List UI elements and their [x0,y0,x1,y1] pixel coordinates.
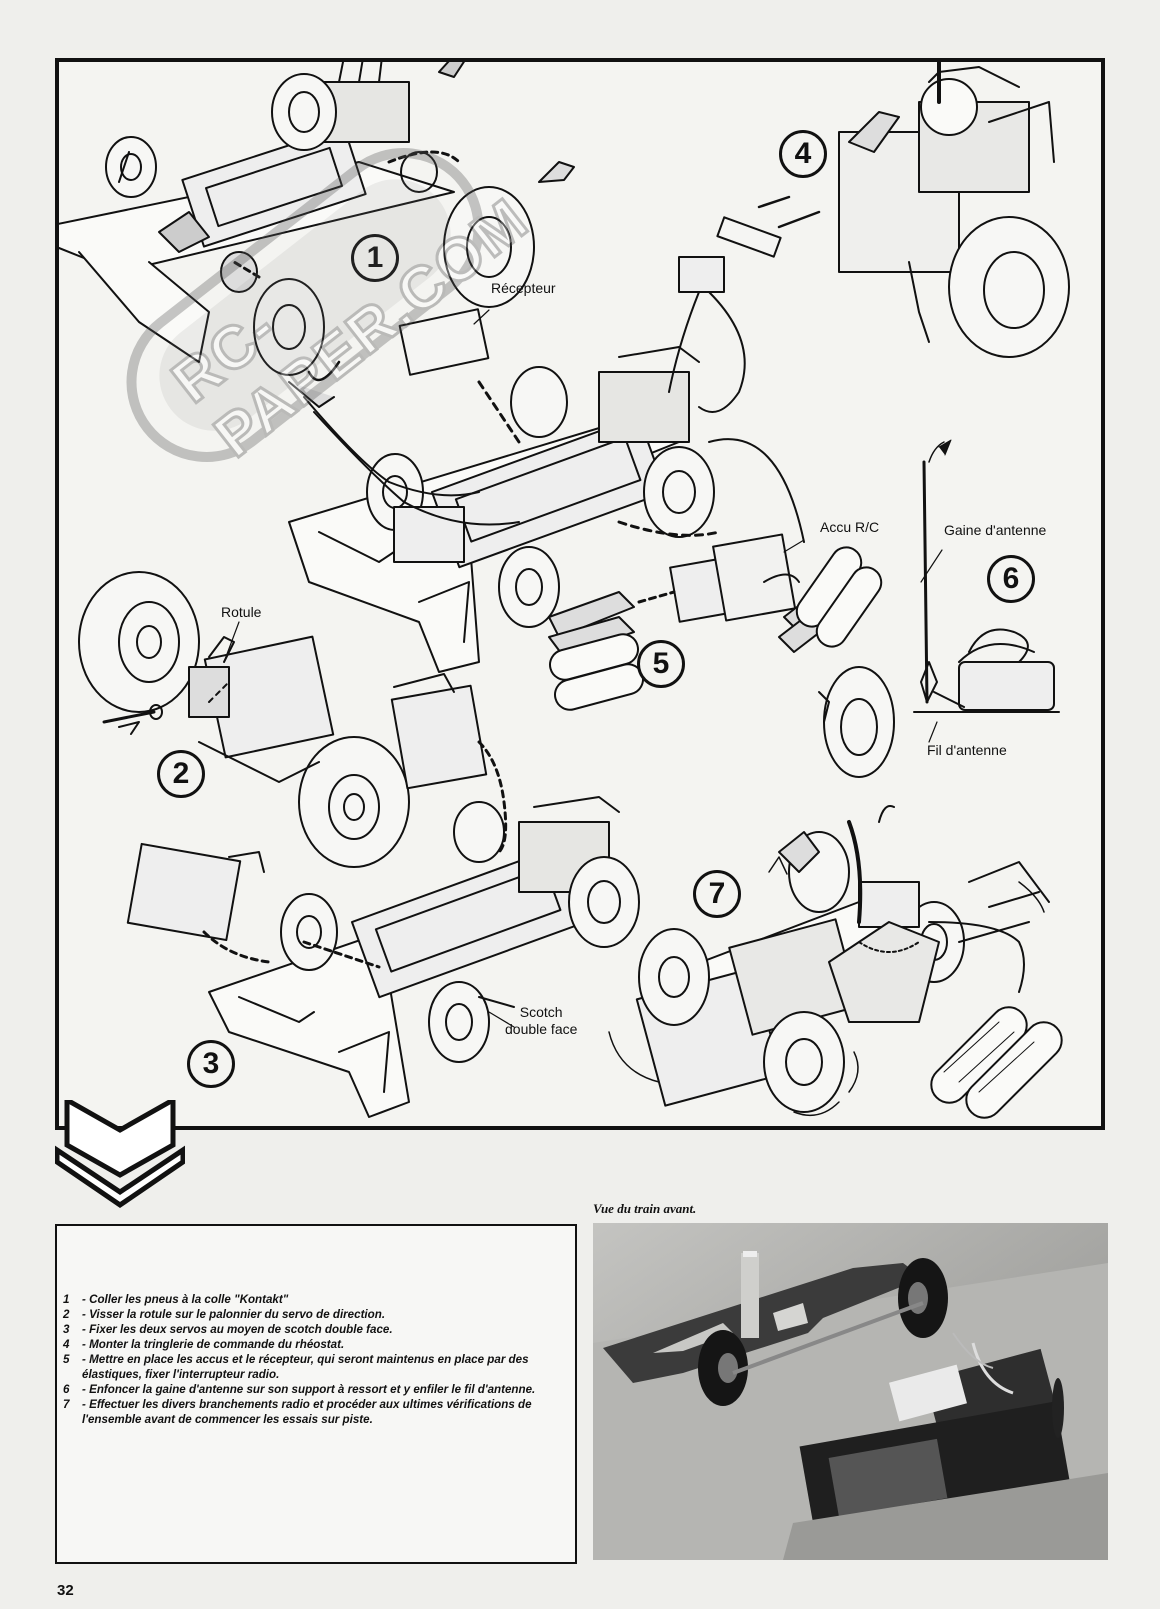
chevron-arrow-icon [55,1100,185,1209]
step-number-2: 2 [157,750,205,798]
legend-item-6: 6- Enfoncer la gaine d'antenne sur son s… [63,1383,536,1396]
step-number-1: 1 [351,234,399,282]
step-number-5: 5 [637,640,685,688]
label-recepteur: Récepteur [491,280,556,296]
step-number-3: 3 [187,1040,235,1088]
label-accu: Accu R/C [820,519,880,535]
step5-chassis-drawing [288,195,865,673]
step-number-6: 6 [987,555,1035,603]
front-axle-photo-image [593,1223,1108,1560]
photo-caption: Vue du train avant. [593,1201,697,1216]
step5-battery-group [549,546,883,711]
callout-leader-lines [223,309,943,1028]
legend-item-1: 1- Coller les pneus à la colle "Kontakt" [63,1293,289,1306]
step3-chassis-drawing [126,673,640,1118]
legend-item-2: 2- Visser la rotule sur le palonnier du … [63,1308,386,1321]
label-fil-antenne: Fil d'antenne [927,742,1007,758]
legend-item-7: 7- Effectuer les divers branchements rad… [63,1398,532,1426]
legend-item-3: 3- Fixer les deux servos au moyen de sco… [63,1323,393,1336]
step4-linkage-drawing [838,62,1070,358]
front-axle-photo [593,1223,1108,1560]
step1-chassis-drawing [59,62,575,408]
assembly-diagram: 1 2 3 4 5 6 7 Récepteur Accu R/C Gaine d… [55,58,1105,1130]
label-scotch: Scotch double face [505,1004,578,1037]
step2-servo-drawing [78,571,410,868]
page-number: 32 [57,1582,74,1599]
step-number-4: 4 [779,130,827,178]
instructions-list: 1- Coller les pneus à la colle "Kontakt"… [63,1292,565,1427]
legend-item-4: 4- Monter la tringlerie de commande du r… [63,1338,345,1351]
step6-antenna-drawing [818,439,1060,778]
label-gaine-antenne: Gaine d'antenne [944,522,1047,538]
step7-chassis-drawing [608,805,1063,1119]
step7-battery-pair [930,1006,1063,1119]
step-number-7: 7 [693,870,741,918]
legend-item-5: 5- Mettre en place les accus et le récep… [63,1353,529,1381]
instructions-legend: 1- Coller les pneus à la colle "Kontakt"… [55,1224,577,1564]
assembly-drawing [59,62,1070,1119]
label-rotule: Rotule [221,604,262,620]
